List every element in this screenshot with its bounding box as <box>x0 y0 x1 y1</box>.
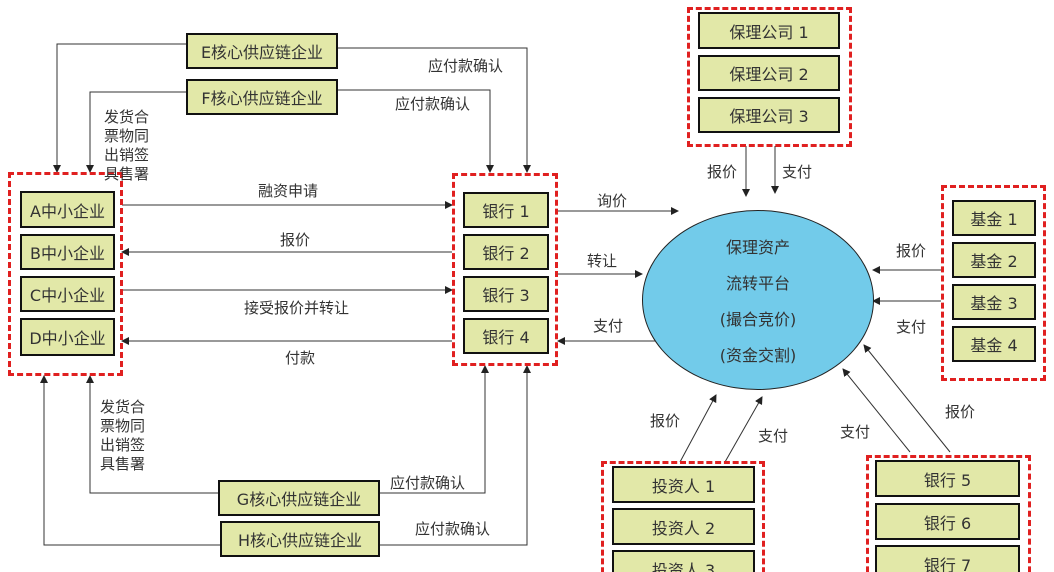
core-enterprise-g: G核心供应链企业 <box>218 480 380 516</box>
sme-group <box>8 172 123 376</box>
label-pay-bank: 支付 <box>593 317 624 335</box>
factoring-3: 保理公司 3 <box>698 97 840 133</box>
core-enterprise-e: E核心供应链企业 <box>186 33 338 69</box>
factoring-2: 保理公司 2 <box>698 55 840 91</box>
label-payment: 付款 <box>285 349 316 367</box>
label-quote-factoring: 报价 <box>707 163 738 181</box>
investor-3: 投资人 3 <box>612 550 755 572</box>
label-accept: 接受报价并转让 <box>244 299 350 317</box>
core-enterprise-f: F核心供应链企业 <box>186 79 338 115</box>
investor-group <box>601 461 765 572</box>
sme-b: B中小企业 <box>20 234 115 270</box>
label-pay-fund: 支付 <box>896 318 927 336</box>
label-pay-factoring: 支付 <box>782 163 813 181</box>
bank-3: 银行 3 <box>463 276 549 312</box>
bank-6: 银行 6 <box>875 503 1020 540</box>
label-confirm-f: 应付款确认 <box>395 95 471 113</box>
sme-d: D中小企业 <box>20 318 115 356</box>
fund-4: 基金 4 <box>952 326 1036 362</box>
fund-1: 基金 1 <box>952 200 1036 236</box>
label-quote-fund: 报价 <box>896 242 927 260</box>
label-confirm-h: 应付款确认 <box>415 520 491 538</box>
investor-1: 投资人 1 <box>612 466 755 503</box>
label-inquiry: 询价 <box>597 192 628 210</box>
core-enterprise-h: H核心供应链企业 <box>220 521 380 557</box>
label-quote-bank2: 报价 <box>945 403 976 421</box>
bank-7: 银行 7 <box>875 545 1020 572</box>
label-apply: 融资申请 <box>258 182 319 200</box>
sme-a: A中小企业 <box>20 191 115 228</box>
platform-line-4: (资金交割) <box>719 346 797 365</box>
investor-2: 投资人 2 <box>612 508 755 545</box>
fund-group <box>941 185 1046 381</box>
label-pay-bank2: 支付 <box>840 423 871 441</box>
fund-2: 基金 2 <box>952 242 1036 278</box>
label-quote-investor: 报价 <box>650 412 681 430</box>
label-quote-bank: 报价 <box>280 231 311 249</box>
label-confirm-e: 应付款确认 <box>428 57 504 75</box>
platform-line-3: (撮合竞价) <box>719 310 797 329</box>
factoring-group <box>687 7 852 147</box>
fund-3: 基金 3 <box>952 284 1036 320</box>
label-pay-investor: 支付 <box>758 427 789 445</box>
label-transfer: 转让 <box>587 252 618 270</box>
bank-4: 银行 4 <box>463 318 549 354</box>
factoring-1: 保理公司 1 <box>698 12 840 49</box>
bank-1: 银行 1 <box>463 192 549 228</box>
label-confirm-g: 应付款确认 <box>390 474 466 492</box>
label-docs-bottom: 发货合票物同出销签具售署 <box>100 398 146 473</box>
platform-ellipse: 保理资产 流转平台 (撮合竞价) (资金交割) <box>642 210 874 390</box>
bank2-group <box>866 455 1031 572</box>
platform-line-1: 保理资产 <box>725 238 790 257</box>
label-docs-top: 发货合票物同出销签具售署 <box>104 108 150 183</box>
bank-5: 银行 5 <box>875 460 1020 497</box>
bank-2: 银行 2 <box>463 234 549 270</box>
platform-line-2: 流转平台 <box>725 274 790 293</box>
bank-group <box>452 173 558 366</box>
sme-c: C中小企业 <box>20 276 115 312</box>
